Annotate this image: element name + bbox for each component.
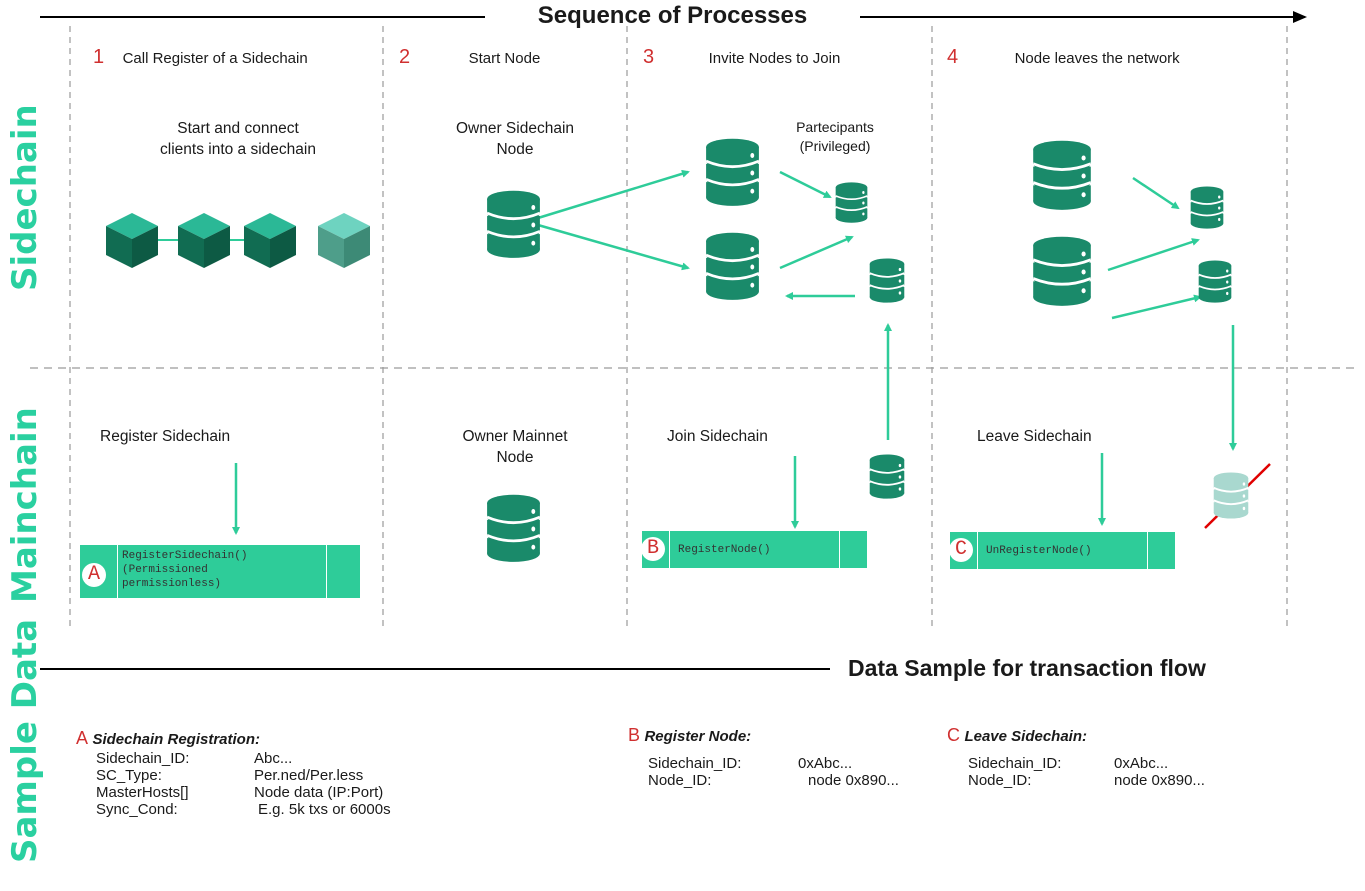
field-key: Sidechain_ID: bbox=[648, 755, 742, 772]
tx-badge: A bbox=[82, 563, 106, 587]
participant-node-icon bbox=[868, 257, 906, 305]
owner-mainnet-node-icon bbox=[484, 492, 543, 566]
field-key: SC_Type: bbox=[96, 767, 162, 784]
register-sidechain-label: Register Sidechain bbox=[100, 428, 231, 445]
invited-node-icon bbox=[703, 230, 762, 304]
field-value: E.g. 5k txs or 6000s bbox=[258, 801, 391, 818]
step-label: Node leaves the network bbox=[1014, 50, 1180, 67]
owner-mainnet-caption: Owner Mainnet Node bbox=[462, 428, 568, 466]
network-node-icon bbox=[1197, 259, 1233, 305]
field-key: Sidechain_ID: bbox=[968, 755, 1062, 772]
sample-rows-c: Sidechain_ID: 0xAbc... Node_ID: node 0x890… bbox=[968, 755, 1205, 789]
field-key: Sync_Cond: bbox=[96, 801, 178, 818]
field-value: 0xAbc... bbox=[798, 755, 853, 772]
step-number: 1 bbox=[93, 46, 105, 68]
tx-register-node: B RegisterNode() bbox=[641, 531, 867, 568]
invited-node-icon bbox=[703, 136, 762, 210]
tx-badge: B bbox=[641, 537, 665, 561]
data-sample-title: Data Sample for transaction flow bbox=[848, 655, 1206, 681]
field-value: Node data (IP:Port) bbox=[254, 784, 384, 801]
tx-label: RegisterNode() bbox=[678, 544, 771, 556]
joining-node-icon bbox=[868, 453, 906, 501]
step-3-header: 3 Invite Nodes to Join bbox=[643, 46, 840, 69]
tx-divider bbox=[326, 545, 327, 598]
step-2-header: 2 Start Node bbox=[399, 46, 540, 69]
sample-rows-b: Sidechain_ID: 0xAbc... Node_ID: node 0x890… bbox=[648, 755, 899, 789]
tx-divider bbox=[117, 545, 118, 598]
tx-divider bbox=[977, 532, 978, 569]
network-node-icon bbox=[1030, 138, 1094, 214]
removed-node-icon bbox=[1212, 471, 1250, 521]
step-4-header: 4 Node leaves the network bbox=[947, 46, 1180, 69]
cube-icon-faded bbox=[318, 213, 370, 268]
field-value: Per.ned/Per.less bbox=[254, 767, 364, 784]
step-label: Call Register of a Sidechain bbox=[122, 50, 308, 67]
tx-label: RegisterSidechain() (Permissioned permis… bbox=[122, 550, 248, 590]
step-1-header: 1 Call Register of a Sidechain bbox=[93, 46, 308, 69]
tx-divider bbox=[669, 531, 670, 568]
join-sidechain-label: Join Sidechain bbox=[667, 428, 768, 445]
field-key: Sidechain_ID: bbox=[96, 750, 190, 767]
participant-node-icon bbox=[834, 181, 869, 225]
cube-icon bbox=[106, 213, 158, 268]
field-value: 0xAbc... bbox=[1114, 755, 1169, 772]
sample-title: Sidechain Registration: bbox=[92, 731, 260, 748]
network-node-icon bbox=[1189, 185, 1225, 231]
owner-sidechain-caption: Owner Sidechain Node bbox=[455, 120, 575, 158]
sample-block-a: A Sidechain Registration: bbox=[76, 728, 260, 749]
tx-label: UnRegisterNode() bbox=[986, 545, 1092, 557]
step-number: 4 bbox=[947, 46, 959, 68]
tx-divider bbox=[1147, 532, 1148, 569]
participants-caption: Partecipants (Privileged) bbox=[796, 119, 874, 154]
cube-icon bbox=[244, 213, 296, 268]
client-cubes bbox=[106, 213, 370, 268]
step-label: Invite Nodes to Join bbox=[708, 50, 841, 67]
owner-sidechain-node-icon bbox=[484, 188, 543, 262]
field-value: Abc... bbox=[254, 750, 293, 767]
sample-letter: B bbox=[628, 725, 641, 745]
field-key: Node_ID: bbox=[648, 772, 712, 789]
sample-letter: A bbox=[76, 728, 89, 748]
step-label: Start Node bbox=[468, 50, 541, 67]
leave-sidechain-label: Leave Sidechain bbox=[977, 428, 1092, 445]
tx-badge: C bbox=[949, 538, 973, 562]
sample-title: Leave Sidechain: bbox=[964, 728, 1088, 745]
clients-caption: Start and connect clients into a sidecha… bbox=[160, 120, 316, 158]
field-key: MasterHosts[] bbox=[96, 784, 189, 801]
column-dividers bbox=[69, 26, 1288, 630]
network-node-icon bbox=[1030, 234, 1094, 310]
page-title: Sequence of Processes bbox=[537, 2, 808, 29]
sample-title: Register Node: bbox=[644, 728, 752, 745]
sample-rows-a: Sidechain_ID: Abc... SC_Type: Per.ned/Per.… bbox=[96, 750, 391, 818]
sample-letter: C bbox=[947, 725, 960, 745]
step-number: 3 bbox=[643, 46, 655, 68]
sample-block-b: B Register Node: bbox=[628, 725, 751, 746]
step-number: 2 bbox=[399, 46, 411, 68]
cube-icon bbox=[178, 213, 230, 268]
invite-arrows bbox=[232, 169, 1237, 535]
tx-divider bbox=[839, 531, 840, 568]
sample-block-c: C Leave Sidechain: bbox=[947, 725, 1087, 746]
tx-register-sidechain: A RegisterSidechain() (Permissioned perm… bbox=[80, 545, 360, 598]
field-value: node 0x890... bbox=[808, 772, 899, 789]
tx-unregister-node: C UnRegisterNode() bbox=[949, 532, 1175, 569]
field-value: node 0x890... bbox=[1114, 772, 1205, 789]
field-key: Node_ID: bbox=[968, 772, 1032, 789]
